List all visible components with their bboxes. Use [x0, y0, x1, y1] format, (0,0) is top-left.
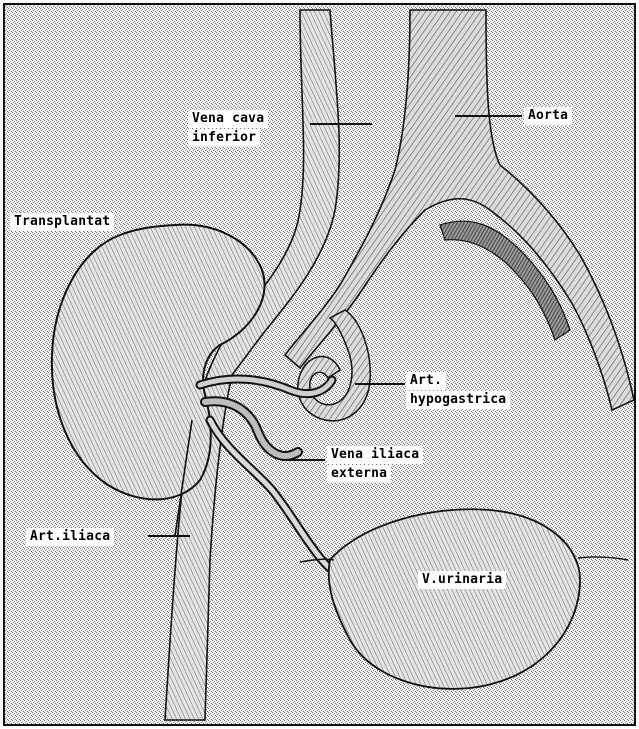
label-aorta: Aorta [524, 107, 572, 125]
label-vena-iliaca-line1: Vena iliaca [327, 446, 423, 464]
label-v-urinaria: V.urinaria [418, 571, 506, 589]
label-art-hypogastrica-line2: hypogastrica [406, 391, 510, 409]
label-vena-cava-line2: inferior [188, 129, 260, 147]
label-transplantat: Transplantat [10, 213, 114, 231]
label-vena-iliaca-line2: externa [327, 465, 391, 483]
label-art-iliaca: Art.iliaca [26, 528, 114, 546]
label-art-hypogastrica-line1: Art. [406, 372, 446, 390]
label-vena-cava-line1: Vena cava [188, 110, 268, 128]
